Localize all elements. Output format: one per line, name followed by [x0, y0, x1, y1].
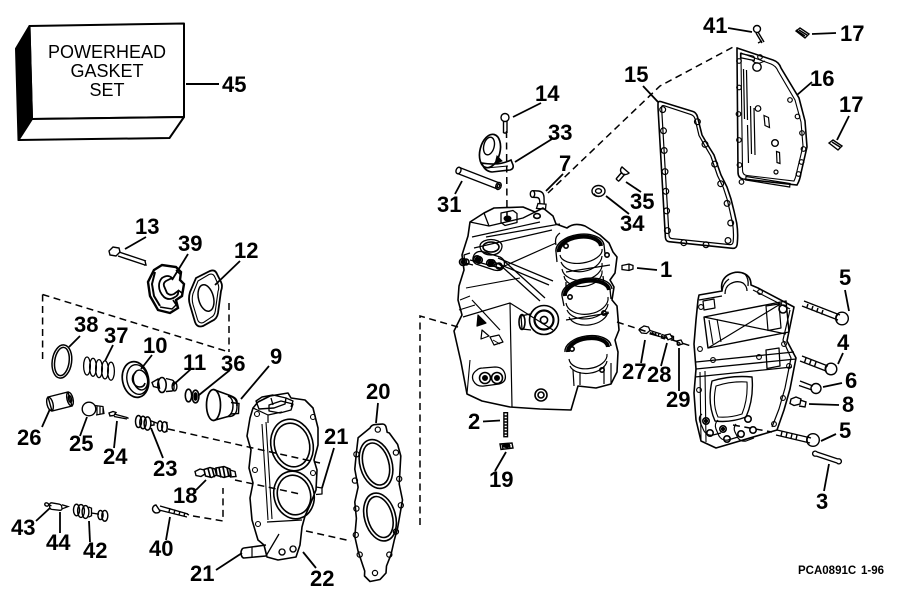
svg-text:11: 11 [183, 350, 206, 375]
svg-text:3: 3 [816, 489, 828, 514]
svg-text:7: 7 [559, 151, 571, 176]
svg-text:39: 39 [178, 231, 202, 256]
svg-text:15: 15 [624, 62, 648, 87]
svg-text:31: 31 [437, 192, 461, 217]
svg-text:38: 38 [74, 312, 98, 337]
svg-text:6: 6 [845, 368, 857, 393]
svg-text:GASKET: GASKET [70, 61, 143, 81]
svg-text:33: 33 [548, 120, 572, 145]
svg-text:29: 29 [666, 387, 690, 412]
svg-text:37: 37 [104, 323, 128, 348]
svg-text:13: 13 [135, 214, 159, 239]
svg-text:44: 44 [46, 530, 71, 555]
svg-text:16: 16 [810, 66, 834, 91]
svg-text:34: 34 [620, 211, 645, 236]
svg-text:10: 10 [143, 333, 167, 358]
svg-text:PCA0891C: PCA0891C [798, 565, 856, 577]
svg-text:21: 21 [190, 561, 214, 586]
svg-text:23: 23 [153, 456, 177, 481]
svg-text:17: 17 [839, 92, 863, 117]
svg-text:41: 41 [703, 13, 727, 38]
svg-text:22: 22 [310, 566, 334, 591]
svg-text:18: 18 [173, 483, 197, 508]
svg-text:42: 42 [83, 538, 107, 563]
svg-text:POWERHEAD: POWERHEAD [48, 42, 166, 62]
svg-text:27: 27 [622, 359, 646, 384]
svg-text:5: 5 [839, 418, 851, 443]
svg-text:28: 28 [647, 362, 671, 387]
svg-text:17: 17 [840, 21, 864, 46]
svg-text:43: 43 [11, 515, 35, 540]
svg-text:5: 5 [839, 265, 851, 290]
svg-text:36: 36 [221, 351, 245, 376]
svg-text:45: 45 [222, 72, 246, 97]
svg-text:1-96: 1-96 [861, 565, 884, 577]
svg-text:4: 4 [837, 330, 850, 355]
svg-text:26: 26 [17, 425, 41, 450]
svg-text:SET: SET [89, 80, 124, 100]
svg-text:20: 20 [366, 379, 390, 404]
svg-text:21: 21 [324, 424, 348, 449]
svg-text:40: 40 [149, 536, 173, 561]
svg-text:24: 24 [103, 444, 128, 469]
svg-text:2: 2 [468, 409, 480, 434]
svg-text:14: 14 [535, 81, 560, 106]
svg-text:9: 9 [270, 344, 282, 369]
svg-text:8: 8 [842, 392, 854, 417]
svg-text:12: 12 [234, 238, 258, 263]
svg-text:35: 35 [630, 189, 654, 214]
svg-text:1: 1 [660, 257, 672, 282]
svg-text:19: 19 [489, 467, 513, 492]
